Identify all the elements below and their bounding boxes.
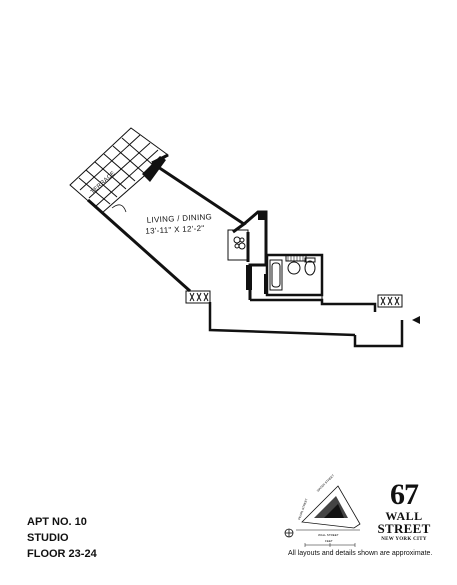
apartment-type: STUDIO [27, 532, 69, 544]
keyplan-apartment-highlight [324, 504, 344, 518]
building-street-line1: WALL [385, 509, 423, 523]
disclaimer: All layouts and details shown are approx… [288, 550, 433, 557]
keyplan-building-outline [301, 485, 361, 529]
keyplan-street-pearl: PEARL STREET [297, 498, 308, 521]
window-left [185, 290, 211, 304]
building-street-line2: STREET [377, 521, 431, 536]
keyplan-street-wall: WALL STREET [318, 533, 339, 537]
terrace [69, 127, 169, 214]
building-city: NEW YORK CITY [381, 537, 427, 542]
keyplan: WATER STREET PEARL STREET WALL STREET FE… [284, 473, 361, 547]
bathroom [265, 253, 324, 300]
bathroom-chase [285, 254, 307, 262]
kitchen [227, 229, 249, 261]
keyplan-street-water: WATER STREET [316, 473, 335, 492]
keyplan-scale-label: FEET [325, 539, 333, 543]
structural-column [142, 156, 166, 182]
entry-arrow-icon [412, 316, 420, 324]
solid-walls [246, 212, 268, 294]
apartment-number: APT NO. 10 [27, 516, 87, 528]
building-logo: 67 WALL STREET NEW YORK CITY [374, 480, 434, 543]
north-compass-icon [284, 528, 294, 538]
building-number: 67 [390, 478, 419, 511]
apartment-info: APT NO. 10 STUDIO FLOOR 23-24 [27, 514, 97, 562]
terrace-door-swing [111, 204, 127, 213]
keyplan-scale-bar [304, 543, 356, 547]
window-right [377, 294, 403, 308]
apartment-floors: FLOOR 23-24 [27, 548, 97, 560]
living-room-label: LIVING / DINING 13'-11" X 12'-2" [145, 212, 213, 236]
lower-corridor [208, 298, 404, 348]
